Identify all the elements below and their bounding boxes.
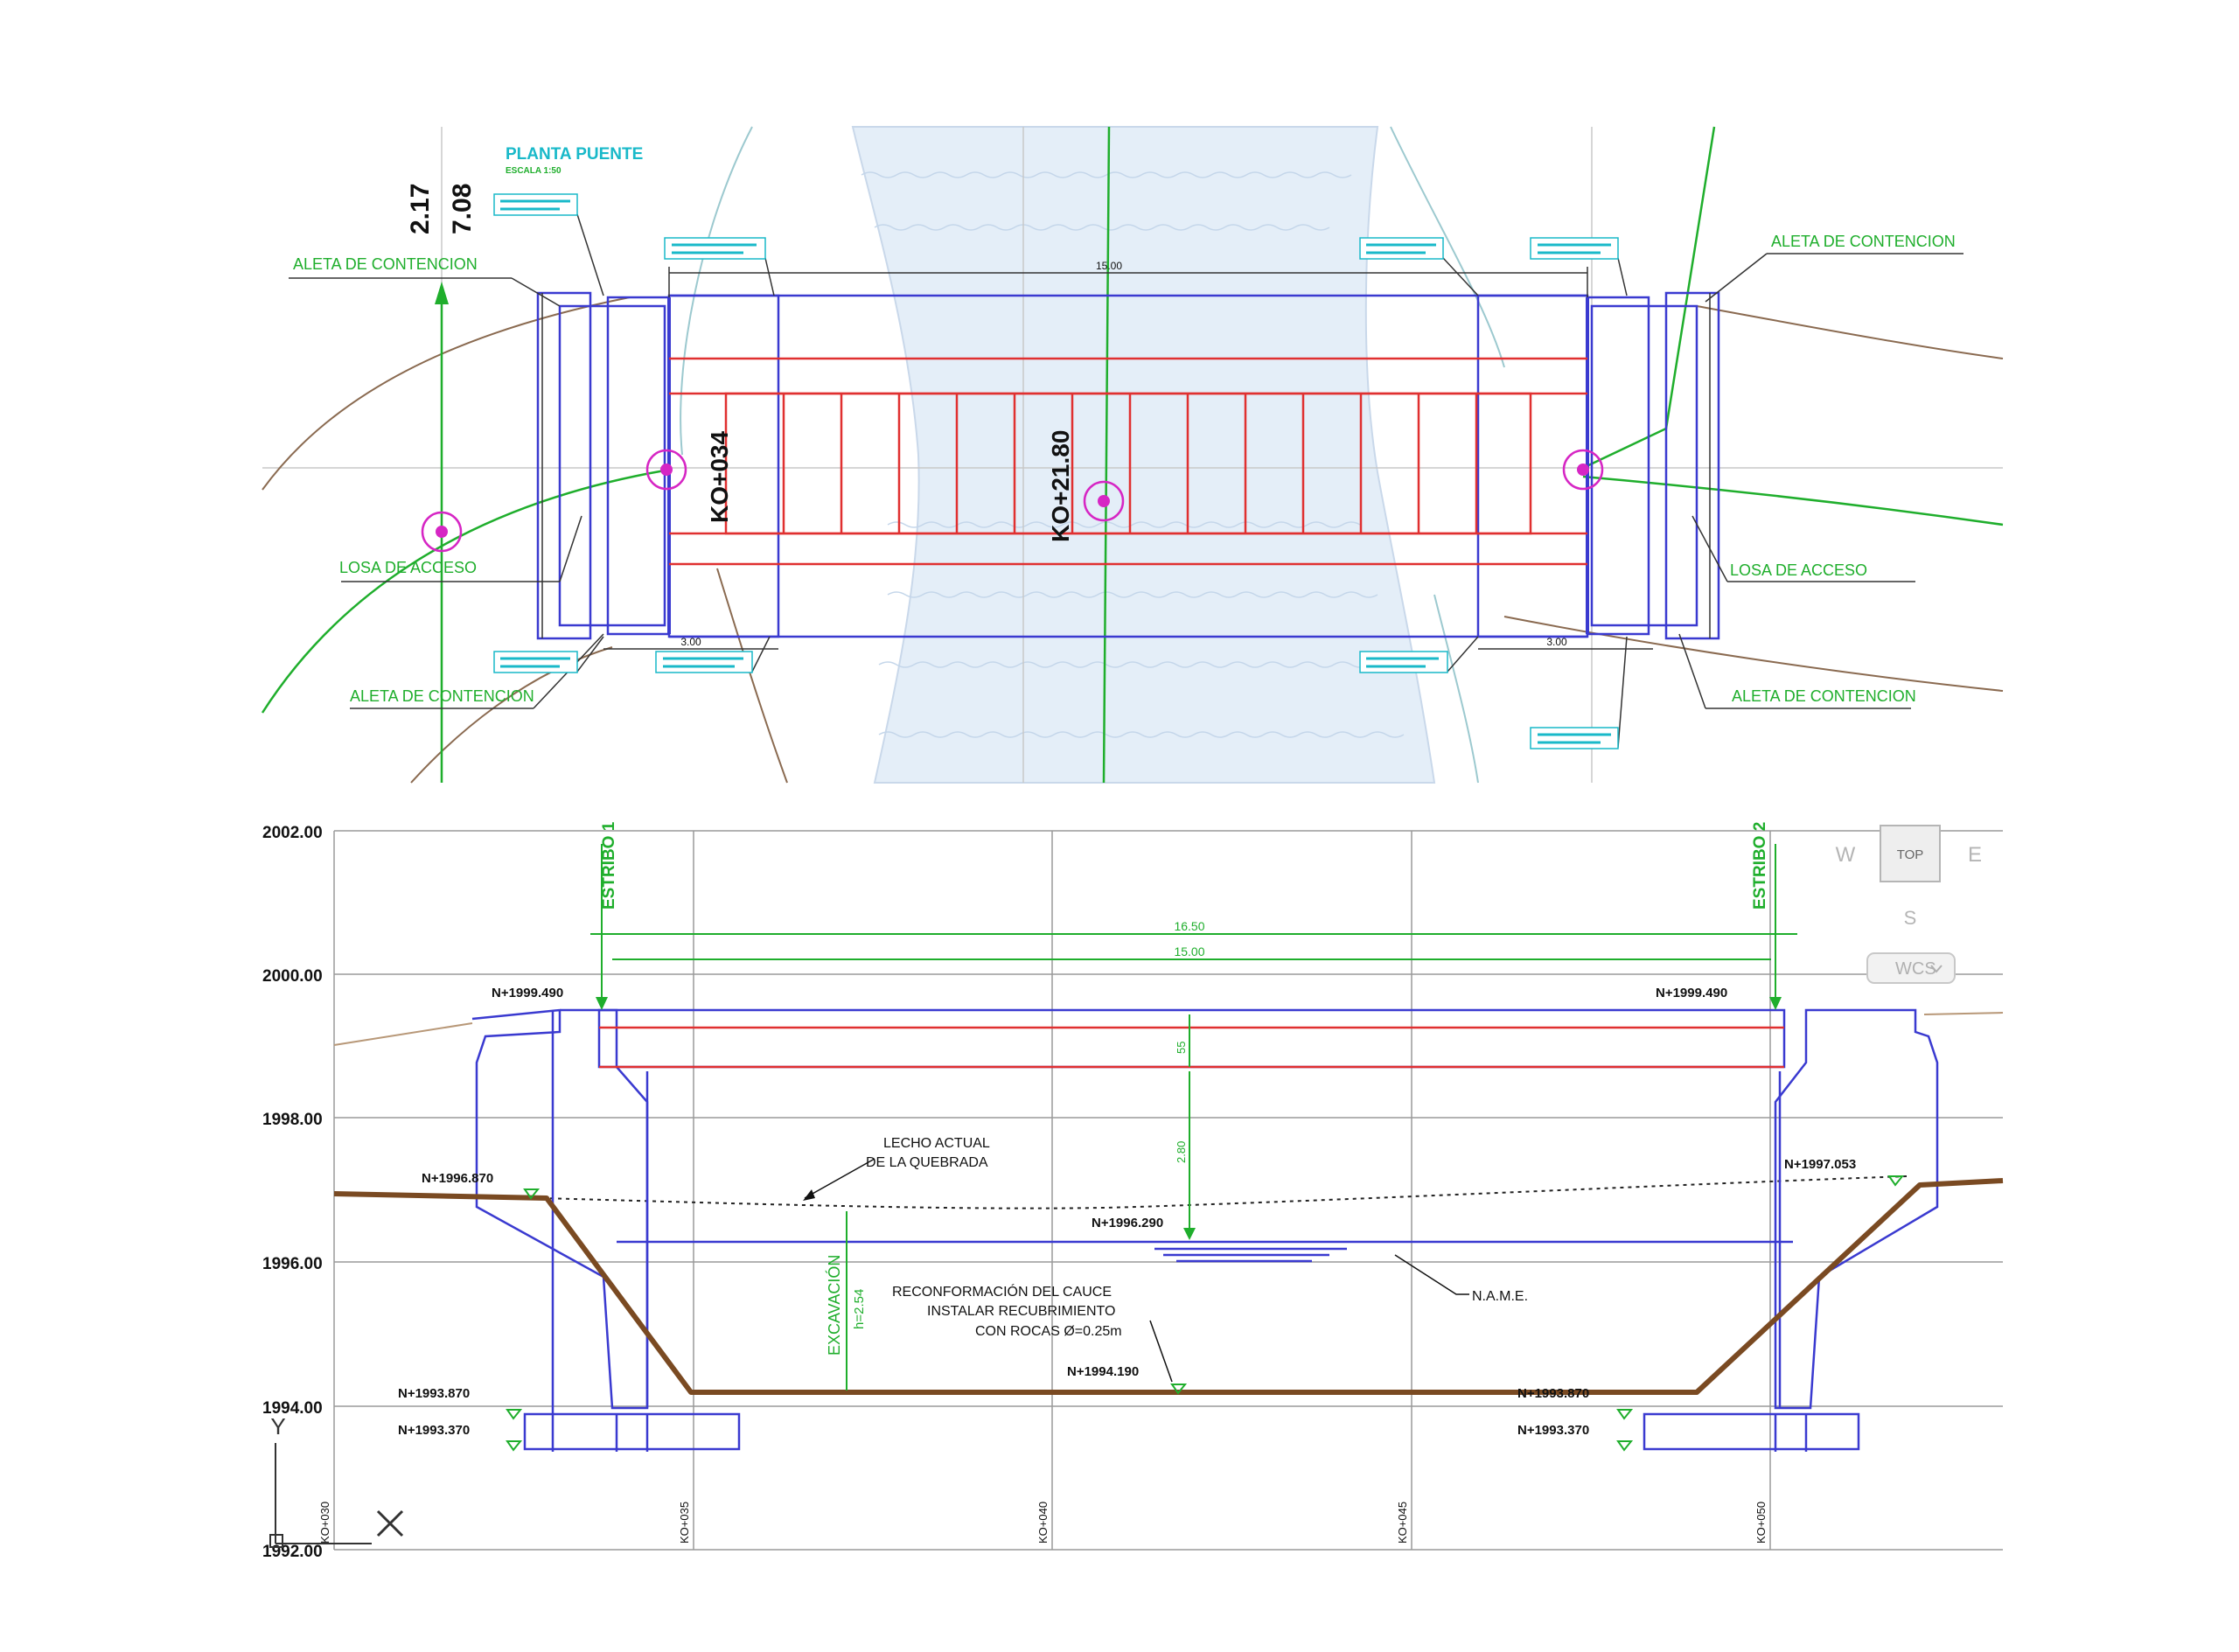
viewcube-south[interactable]: S bbox=[1904, 907, 1917, 929]
y-tick-label: 2002.00 bbox=[262, 824, 323, 842]
terrain-line bbox=[333, 1012, 2004, 1046]
ucs-y-label: Y bbox=[270, 1413, 285, 1439]
wing-label-br: ALETA DE CONTENCION bbox=[1732, 687, 1916, 705]
x-station-label: KO+040 bbox=[1036, 1502, 1050, 1544]
level-deck-right: N+1999.490 bbox=[1656, 986, 1727, 1000]
level-foundation-l1: N+1993.870 bbox=[398, 1386, 470, 1401]
dim-a: 2.17 bbox=[406, 184, 435, 234]
y-tick-label: 1998.00 bbox=[262, 1111, 323, 1129]
viewcube-top-face[interactable] bbox=[1880, 825, 1941, 882]
station-marker-icon bbox=[645, 449, 687, 491]
level-deck-left: N+1999.490 bbox=[492, 986, 563, 1000]
plan-scale: ESCALA 1:50 bbox=[506, 166, 561, 176]
station-markers bbox=[421, 449, 1604, 553]
terrain-curves bbox=[262, 126, 2004, 784]
level-bank-right: N+1997.053 bbox=[1784, 1157, 1856, 1172]
span-inner-dim: 15.00 bbox=[1174, 944, 1204, 958]
wing-label-bl: ALETA DE CONTENCION bbox=[350, 687, 534, 705]
deck-profile bbox=[599, 1026, 1784, 1069]
span-dimension: 15.00 bbox=[1096, 260, 1122, 272]
viewcube-top-label: TOP bbox=[1897, 847, 1924, 862]
level-water: N+1996.290 bbox=[1092, 1216, 1163, 1230]
station-label-a: KO+034 bbox=[706, 431, 733, 523]
clearance-dim: 2.80 bbox=[1175, 1141, 1188, 1163]
name-label: N.A.M.E. bbox=[1472, 1289, 1528, 1304]
north-arrow-icon bbox=[435, 282, 449, 304]
plan-dimensions bbox=[541, 267, 1711, 650]
deck-plan bbox=[669, 357, 1587, 566]
wing-label-tr: ALETA DE CONTENCION bbox=[1771, 233, 1956, 250]
station-label-b: KO+21.80 bbox=[1047, 430, 1074, 542]
leader-arrow-icon bbox=[803, 1189, 815, 1201]
profile-grid bbox=[333, 830, 2003, 1551]
level-bed: N+1994.190 bbox=[1067, 1364, 1139, 1379]
slab-label-l: LOSA DE ACCESO bbox=[339, 559, 477, 576]
riverbed-line bbox=[333, 1178, 2004, 1395]
span-total-dim: 16.50 bbox=[1174, 919, 1204, 933]
profile-y-axis: 2002.00 2000.00 1998.00 1996.00 1994.00 … bbox=[262, 824, 323, 1561]
y-tick-label: 1994.00 bbox=[262, 1399, 323, 1418]
slab-label-r: LOSA DE ACCESO bbox=[1730, 561, 1867, 579]
y-tick-label: 2000.00 bbox=[262, 967, 323, 986]
wcs-label: WCS bbox=[1895, 959, 1936, 979]
viewcube-east[interactable]: E bbox=[1968, 843, 1982, 867]
coordinate-tags bbox=[493, 193, 1619, 749]
level-foundation-r1: N+1993.870 bbox=[1517, 1386, 1589, 1401]
lecho-label-2: DE LA QUEBRADA bbox=[866, 1155, 988, 1170]
river-hatch bbox=[861, 171, 1405, 738]
station-marker-icon bbox=[421, 511, 463, 553]
dim-b: 7.08 bbox=[448, 184, 477, 234]
level-foundation-r2: N+1993.370 bbox=[1517, 1423, 1589, 1438]
x-station-label: KO+035 bbox=[678, 1502, 691, 1544]
profile-dim-markers bbox=[596, 997, 1782, 1240]
abutments-profile bbox=[471, 1008, 1939, 1452]
width-dimension-r: 3.00 bbox=[1546, 636, 1567, 648]
width-dimension-l: 3.00 bbox=[680, 636, 701, 648]
lecho-label-1: LECHO ACTUAL bbox=[883, 1136, 990, 1151]
reconformation-label-2: INSTALAR RECUBRIMIENTO bbox=[927, 1304, 1115, 1319]
level-foundation-l2: N+1993.370 bbox=[398, 1423, 470, 1438]
y-tick-label: 1996.00 bbox=[262, 1255, 323, 1273]
station-marker-icon bbox=[1083, 480, 1125, 522]
abutment-label-2: ESTRIBO 2 bbox=[1751, 822, 1769, 910]
plan-view: PLANTA PUENTE ESCALA 1:50 2.17 7.08 ALET… bbox=[261, 126, 2004, 784]
reconformation-label-3: CON ROCAS Ø=0.25m bbox=[975, 1324, 1122, 1339]
chevron-down-icon bbox=[1930, 965, 1943, 973]
ucs-icon: Y bbox=[269, 1413, 404, 1548]
y-tick-label: 1992.00 bbox=[262, 1543, 323, 1561]
x-station-label: KO+050 bbox=[1754, 1502, 1768, 1544]
abutment-label-1: ESTRIBO 1 bbox=[600, 821, 618, 910]
close-x-icon bbox=[376, 1509, 404, 1537]
excavation-height: h=2.54 bbox=[852, 1289, 867, 1329]
x-station-label: KO+045 bbox=[1396, 1502, 1409, 1544]
station-marker-icon bbox=[1562, 449, 1604, 491]
level-labels: N+1999.490 N+1999.490 N+1996.870 N+1997.… bbox=[398, 986, 1856, 1438]
profile-dimensions bbox=[590, 844, 1797, 1391]
x-station-label: KO+030 bbox=[318, 1502, 331, 1544]
coordinate-tag-marks bbox=[500, 199, 1611, 744]
level-markers bbox=[506, 1175, 1905, 1452]
wcs-button[interactable] bbox=[1866, 952, 1956, 984]
deck-depth-dim: 55 bbox=[1175, 1042, 1188, 1054]
level-bank-left: N+1996.870 bbox=[422, 1171, 493, 1186]
excavation-label: EXCAVACIÓN bbox=[825, 1255, 843, 1356]
profile-x-stations: KO+030 KO+035 KO+040 KO+045 KO+050 bbox=[318, 1502, 1768, 1544]
existing-bed-line bbox=[541, 1175, 1908, 1209]
profile-leaders bbox=[804, 1158, 1469, 1383]
profile-view: 2002.00 2000.00 1998.00 1996.00 1994.00 … bbox=[262, 821, 2004, 1561]
reconformation-label-1: RECONFORMACIÓN DEL CAUCE bbox=[892, 1283, 1112, 1300]
viewcube-west[interactable]: W bbox=[1836, 843, 1856, 867]
wing-label-tl: ALETA DE CONTENCION bbox=[293, 255, 478, 273]
river-band bbox=[851, 126, 1436, 784]
viewcube[interactable]: TOP W E S WCS bbox=[1836, 825, 1982, 984]
plan-title: PLANTA PUENTE bbox=[506, 145, 643, 164]
